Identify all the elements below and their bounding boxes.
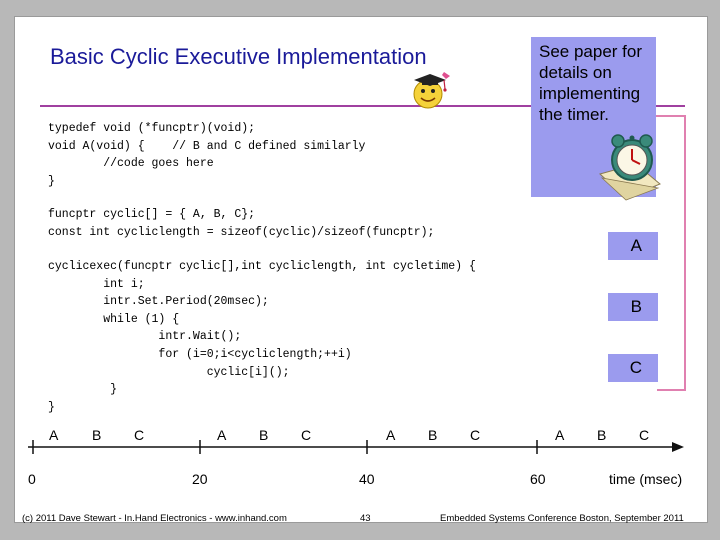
- timeline-task-label: C: [134, 427, 145, 443]
- timeline-task-label: A: [555, 427, 565, 443]
- loop-line-bottom: [657, 389, 686, 391]
- timeline-task-label: A: [386, 427, 396, 443]
- loop-line-right: [684, 115, 686, 391]
- timeline-task-label: C: [470, 427, 481, 443]
- timeline-task-label: A: [217, 427, 227, 443]
- footer-page-number: 43: [360, 513, 371, 524]
- timeline-tick-40: 40: [359, 471, 375, 487]
- code-typedef: typedef void (*funcptr)(void); void A(vo…: [48, 122, 366, 188]
- alarm-clock-icon: [599, 134, 661, 201]
- loop-line-top: [656, 115, 686, 117]
- task-box-c: C: [608, 354, 658, 382]
- timeline-task-label: B: [92, 427, 102, 443]
- timeline-task-label: C: [301, 427, 312, 443]
- code-array-decl: funcptr cyclic[] = { A, B, C}; const int…: [48, 208, 435, 239]
- timeline-task-label: B: [428, 427, 438, 443]
- footer-copyright: (c) 2011 Dave Stewart - In.Hand Electron…: [22, 513, 287, 524]
- timeline-task-label: B: [597, 427, 607, 443]
- code-cyclicexec: cyclicexec(funcptr cyclic[],int cyclicle…: [48, 260, 476, 414]
- timeline-task-label: B: [259, 427, 269, 443]
- timeline-task-label: A: [49, 427, 59, 443]
- timeline-task-label: C: [639, 427, 650, 443]
- title-rule: [40, 105, 685, 107]
- timeline-tick-60: 60: [530, 471, 546, 487]
- slide-title: Basic Cyclic Executive Implementation: [50, 44, 427, 69]
- task-box-a: A: [608, 232, 658, 260]
- graduate-smiley-icon: [413, 72, 450, 109]
- timeline-tick-20: 20: [192, 471, 208, 487]
- footer-conference: Embedded Systems Conference Boston, Sept…: [440, 513, 684, 524]
- timeline-axis-label: time (msec): [609, 471, 683, 487]
- timeline-tick-0: 0: [28, 471, 36, 487]
- task-box-b: B: [608, 293, 658, 321]
